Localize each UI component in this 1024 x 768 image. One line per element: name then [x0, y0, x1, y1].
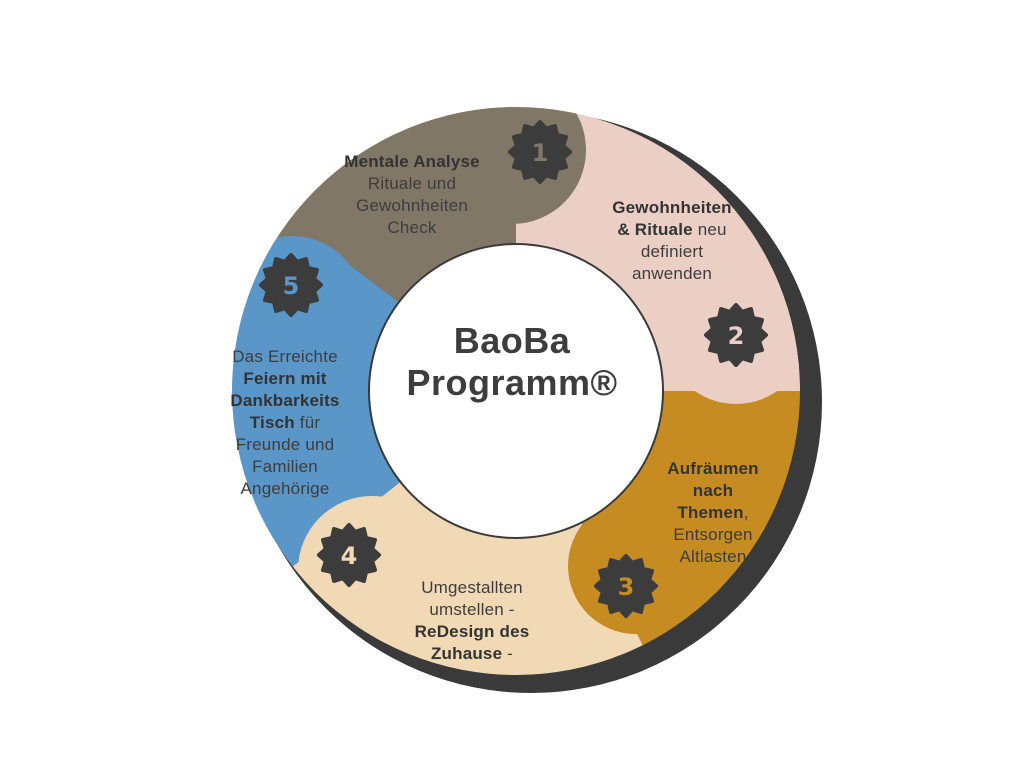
badge-number-4: 4	[341, 542, 358, 570]
step-4-suffix: -	[502, 644, 514, 663]
step-2-bold-2: & Rituale	[617, 220, 693, 239]
step-3-bold-2: nach	[692, 481, 734, 500]
step-1-line-3: Check	[387, 218, 437, 237]
step-3-line-2: Altlasten	[679, 547, 747, 566]
step-3-suffix: ,	[743, 503, 749, 522]
step-1-text: Mentale Analyse Rituale und Gewohnheiten…	[322, 151, 502, 239]
step-5-suffix: für	[294, 413, 321, 432]
step-3-text: Aufräumen nach Themen, Entsorgen Altlast…	[652, 458, 774, 568]
badge-number-3: 3	[618, 573, 635, 601]
badge-number-5: 5	[283, 272, 300, 300]
step-5-line-2: Familien	[252, 457, 318, 476]
badge-step-3: 3	[594, 554, 658, 618]
program-title-line1: BaoBa	[453, 320, 571, 361]
step-3-line-1: Entsorgen	[673, 525, 753, 544]
step-5-line-0: Das Erreichte	[232, 347, 338, 366]
step-3-bold-1: Aufräumen	[667, 459, 759, 478]
step-2-suffix: neu	[692, 220, 727, 239]
step-4-line-1: Umgestallten	[421, 578, 523, 597]
badge-step-1: 1	[508, 120, 572, 184]
step-3-bold-3: Themen	[677, 503, 744, 522]
program-title: BaoBa Programm®	[372, 320, 652, 404]
step-4-bold-1: ReDesign des	[414, 622, 530, 641]
step-2-line-2: anwenden	[631, 264, 713, 283]
step-5-bold-3: Tisch	[249, 413, 295, 432]
step-5-bold-2: Dankbarkeits	[230, 391, 340, 410]
step-4-line-2: umstellen -	[429, 600, 515, 619]
step-5-line-1: Freunde und	[235, 435, 335, 454]
step-2-text: Gewohnheiten & Rituale neu definiert anw…	[596, 197, 748, 285]
step-2-bold-1: Gewohnheiten	[612, 198, 732, 217]
badge-number-1: 1	[532, 139, 549, 167]
step-5-text: Das Erreichte Feiern mit Dankbarkeits Ti…	[207, 346, 363, 500]
badge-step-4: 4	[317, 523, 381, 587]
badge-step-5: 5	[259, 253, 323, 317]
center-circle	[370, 245, 662, 537]
step-2-line-1: definiert	[640, 242, 704, 261]
step-4-text: Umgestallten umstellen - ReDesign des Zu…	[390, 577, 554, 665]
badge-step-2: 2	[704, 303, 768, 367]
badge-number-2: 2	[728, 322, 745, 350]
program-title-line2: Programm®	[406, 362, 618, 403]
step-1-bold: Mentale Analyse	[344, 152, 480, 171]
step-5-line-3: Angehörige	[240, 479, 330, 498]
step-4-bold-2: Zuhause	[430, 644, 503, 663]
step-5-bold-1: Feiern mit	[243, 369, 327, 388]
step-1-line-1: Rituale und	[367, 174, 457, 193]
step-1-line-2: Gewohnheiten	[355, 196, 469, 215]
